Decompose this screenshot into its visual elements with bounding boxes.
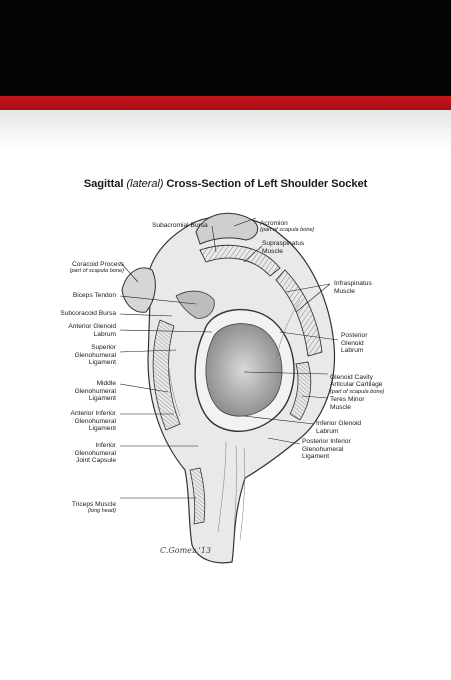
label-anterior-glenoid-labrum: Anterior Glenoid Labrum xyxy=(68,323,116,338)
acromion-shape xyxy=(195,212,259,245)
leader-posterior-labrum xyxy=(279,331,339,341)
artist-signature: C.Gomez '13 xyxy=(160,546,212,555)
label-posterior-glenoid-labrum: Posterior Glenoid Labrum xyxy=(341,332,368,355)
diagram-title: Sagittal (lateral) Cross-Section of Left… xyxy=(0,178,451,190)
teres-minor-shape xyxy=(289,361,312,421)
label-posterior-inferior-glenohumeral-ligament: Posterior Inferior Glenohumeral Ligament xyxy=(302,438,351,461)
leader-infraspinatus-a xyxy=(285,283,331,293)
leader-acromion xyxy=(233,217,257,227)
label-teres-minor: Teres Minor Muscle xyxy=(330,396,365,411)
coracoid-shape xyxy=(121,267,156,313)
leader-posterior-inferior-gh xyxy=(267,437,301,445)
leader-subcoracoid xyxy=(119,313,173,317)
anterior-capsule-shape xyxy=(152,319,181,431)
header-shadow xyxy=(0,110,451,150)
leader-biceps-tendon xyxy=(119,295,197,305)
leader-middle-gh xyxy=(119,383,169,393)
leader-teres-minor xyxy=(301,395,329,399)
title-part-3: Cross-Section of Left Shoulder Socket xyxy=(166,178,368,190)
leader-anterior-labrum xyxy=(119,329,213,333)
label-anterior-inferior-glenohumeral-ligament: Anterior Inferior Glenohumeral Ligament xyxy=(70,410,116,433)
label-triceps-muscle: Triceps Muscle (long head) xyxy=(71,500,116,515)
label-inferior-glenohumeral-joint-capsule: Inferior Glenohumeral Joint Capsule xyxy=(74,442,116,465)
accent-stripe xyxy=(0,96,451,110)
label-supraspinatus: Supraspinatus Muscle xyxy=(262,240,305,255)
label-glenoid-cavity: Glenoid Cavity Articular Cartilage (part… xyxy=(330,373,385,395)
label-inferior-glenoid-labrum: Inferior Glenoid Labrum xyxy=(316,420,362,435)
label-superior-glenohumeral-ligament: Superior Glenohumeral Ligament xyxy=(74,344,116,367)
label-subacromial-bursa: Subacromial Bursa xyxy=(152,222,208,229)
glenoid-cavity-shape xyxy=(205,323,283,417)
leader-infraspinatus-b xyxy=(295,283,331,313)
title-part-1: Sagittal xyxy=(83,178,124,190)
leader-subacromial-bursa xyxy=(211,225,217,253)
supraspinatus-shape xyxy=(199,244,281,277)
label-subcoracoid-bursa: Subcoracoid Bursa xyxy=(60,310,116,317)
label-infraspinatus: Infraspinatus Muscle xyxy=(334,280,372,295)
leader-glenoid-cavity xyxy=(243,371,329,375)
label-acromion: Acromion (part of scapula bone) xyxy=(260,219,315,234)
leader-lines xyxy=(119,217,339,499)
triceps-shape xyxy=(189,467,206,525)
header-band xyxy=(0,0,451,96)
leader-inferior-labrum xyxy=(243,415,315,425)
leader-superior-gh xyxy=(119,349,177,353)
leader-supraspinatus xyxy=(243,245,263,263)
title-part-2: (lateral) xyxy=(126,178,164,190)
leader-coracoid xyxy=(119,261,139,283)
biceps-tendon-shape xyxy=(175,290,215,319)
label-middle-glenohumeral-ligament: Middle Glenohumeral Ligament xyxy=(74,380,116,403)
label-coracoid-process: Coracoid Process (part of scapula bone) xyxy=(69,260,124,275)
label-biceps-tendon: Biceps Tendon xyxy=(72,292,116,299)
